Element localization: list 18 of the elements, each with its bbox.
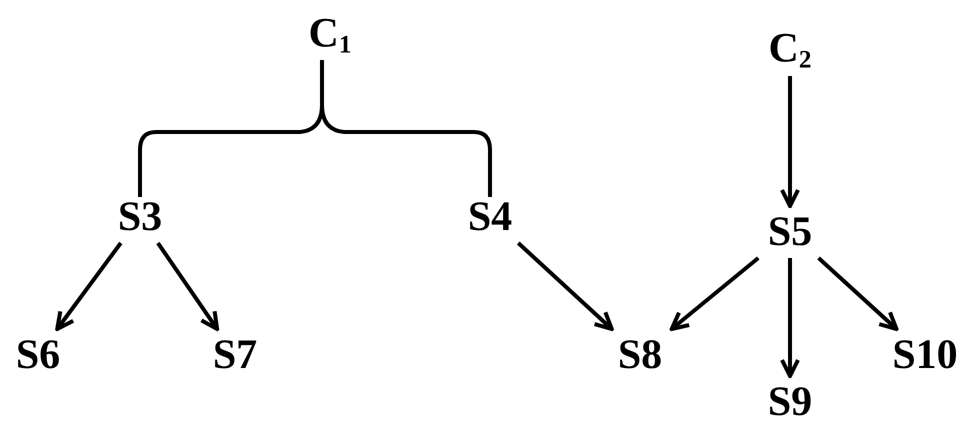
arrow <box>670 256 760 331</box>
node-label: S7 <box>212 334 258 376</box>
arrow <box>156 242 220 331</box>
node-label: S8 <box>618 334 662 376</box>
node-label: C$_{2}$ <box>768 27 812 73</box>
arrow <box>817 256 898 331</box>
arrow <box>55 242 122 331</box>
node-label: S4 <box>468 196 512 238</box>
brace-connector <box>320 60 492 197</box>
arrow <box>780 76 800 208</box>
arrow <box>516 242 614 331</box>
node-label: S6 <box>16 334 60 376</box>
arrow <box>780 258 800 378</box>
node-label: S3 <box>118 196 162 238</box>
node-label: C$_{1}$ <box>308 12 352 58</box>
node-label: S9 <box>768 381 812 422</box>
node-label: S5 <box>768 211 812 253</box>
node-label: S10 <box>892 334 958 376</box>
